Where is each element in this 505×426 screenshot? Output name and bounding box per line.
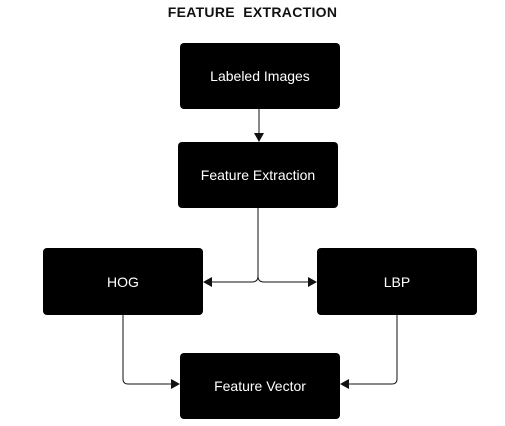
- edge-hog-to-vector: [122, 315, 180, 389]
- node-label: HOG: [107, 273, 139, 290]
- edge-labeled-to-extraction: [254, 109, 264, 142]
- node-label: LBP: [383, 273, 411, 290]
- edge-extraction-to-hog: [203, 208, 259, 287]
- node-feature-extraction: Feature Extraction: [178, 142, 338, 208]
- node-feature-vector: Feature Vector: [180, 353, 340, 419]
- diagram-title: FEATURE EXTRACTION: [167, 4, 338, 20]
- edge-extraction-to-lbp: [257, 275, 317, 287]
- node-lbp: LBP: [317, 248, 477, 315]
- node-hog: HOG: [43, 248, 203, 315]
- node-labeled-images: Labeled Images: [180, 43, 340, 109]
- edge-lbp-to-vector: [340, 315, 398, 389]
- node-label: Feature Vector: [214, 378, 306, 394]
- node-label: Feature Extraction: [200, 167, 316, 183]
- node-label: Labeled Images: [210, 68, 310, 84]
